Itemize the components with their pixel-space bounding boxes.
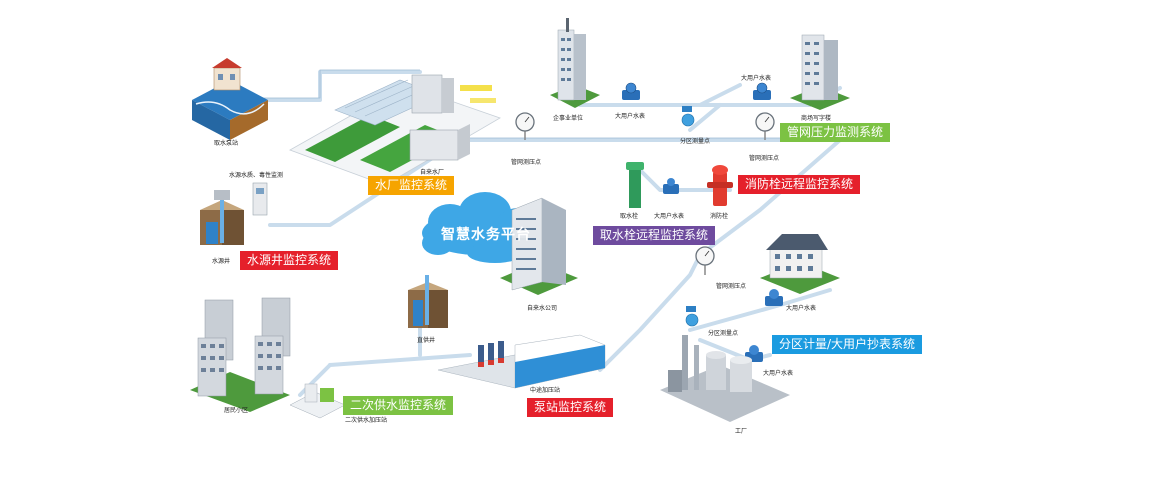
deep-well <box>408 275 448 328</box>
system-fetch-hydrant: 取水栓远程监控系统 <box>593 226 716 245</box>
hydrant-meter <box>663 178 679 194</box>
label-zone-point-1: 分区测量点 <box>680 138 711 145</box>
label-big-meter-1: 大用户水表 <box>615 113 646 120</box>
pipe-zone-up <box>688 103 722 132</box>
system-source-well: 水源井监控系统 <box>240 251 339 270</box>
label-pressure-point-3: 管网测压点 <box>716 283 747 290</box>
label-pressure-point-1: 管网测压点 <box>511 159 542 166</box>
system-zone-metering: 分区计量/大用户抄表系统 <box>772 335 923 354</box>
label-deep-well: 直供井 <box>417 337 436 344</box>
label-zone-point-2: 分区测量点 <box>708 330 739 337</box>
system-hydrant: 消防栓远程监控系统 <box>738 175 861 194</box>
mall-building <box>790 34 850 110</box>
label-big-meter-2: 大用户水表 <box>741 75 772 82</box>
pipe-edges <box>248 69 840 139</box>
booster-station <box>437 334 606 389</box>
company-building <box>500 197 578 295</box>
system-pipe-pressure: 管网压力监测系统 <box>780 123 891 142</box>
fetch-hydrant <box>626 162 644 208</box>
label-mall: 商场写字楼 <box>801 115 832 122</box>
system-secondary-supply: 二次供水监控系统 <box>343 396 454 415</box>
label-quality: 水源水质、毒性监测 <box>229 172 284 179</box>
zone-meter-top <box>681 106 695 127</box>
pressure-gauge-1 <box>515 112 535 140</box>
meter-mall <box>753 82 771 100</box>
label-intake: 取水泵站 <box>214 140 239 147</box>
platform-title: 智慧水务平台 <box>441 227 531 243</box>
system-water-plant: 水厂监控系统 <box>368 176 455 195</box>
secondary-station <box>289 383 346 419</box>
residential-towers <box>190 297 291 412</box>
label-factory: 工厂 <box>735 428 748 435</box>
label-residential: 居民小区 <box>224 407 249 414</box>
meter-enterprise <box>622 82 640 100</box>
label-big-meter-3: 大用户水表 <box>654 213 685 220</box>
pressure-gauge-3 <box>695 246 715 275</box>
label-company: 自来水公司 <box>527 305 558 312</box>
pipe-hydrant <box>638 168 732 192</box>
pressure-gauge-2 <box>755 112 775 140</box>
label-secondary-station: 二次供水加压站 <box>345 417 388 424</box>
pipe-enterprise <box>578 83 742 107</box>
pipe-secondary <box>328 353 472 367</box>
label-fetch-hydrant: 取水栓 <box>620 213 639 220</box>
source-well <box>200 190 244 245</box>
factory-complex <box>660 335 790 422</box>
label-big-meter-4: 大用户水表 <box>786 305 817 312</box>
label-booster-station: 中途加压站 <box>530 387 561 394</box>
pipe-well-line <box>268 138 462 227</box>
label-pressure-point-2: 管网测压点 <box>749 155 780 162</box>
label-big-meter-5: 大用户水表 <box>763 370 794 377</box>
label-hydrant: 消防栓 <box>710 213 729 220</box>
residential-house <box>760 234 840 294</box>
fire-hydrant <box>707 165 733 206</box>
enterprise-building <box>550 18 600 108</box>
label-plant: 自来水厂 <box>420 169 445 176</box>
zone-meter-bottom <box>685 306 699 327</box>
system-pump-station: 泵站监控系统 <box>527 398 614 417</box>
meter-residential <box>765 289 783 306</box>
label-enterprise: 企事业单位 <box>553 115 584 122</box>
quality-monitor-device <box>252 182 268 216</box>
label-source-well: 水源井 <box>212 258 231 265</box>
intake-station <box>192 58 268 140</box>
water-plant <box>289 74 501 186</box>
